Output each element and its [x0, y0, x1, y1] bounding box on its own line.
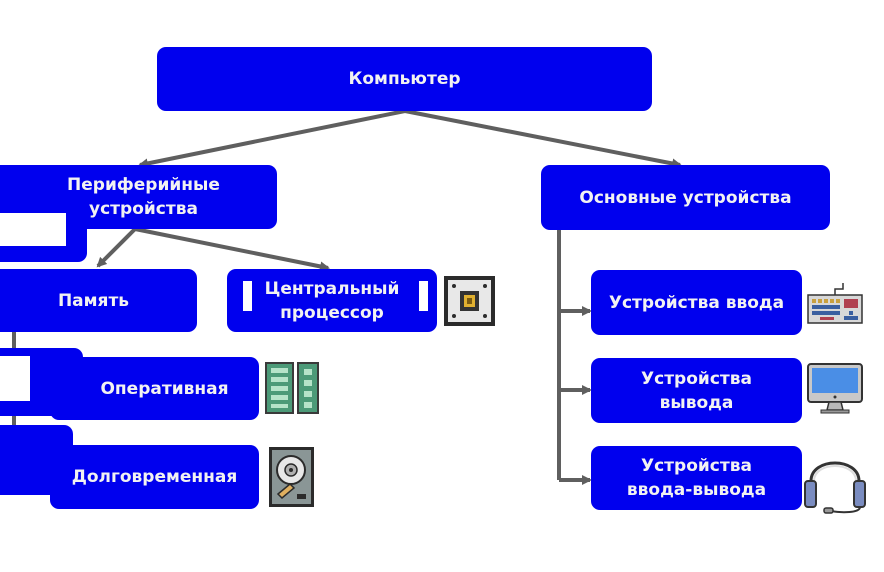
hard-drive-icon: [269, 447, 314, 507]
node-memory-label: Память: [57, 290, 130, 311]
node-output-line1: Устройства: [641, 368, 752, 389]
node-main-devices-label: Основные устройства: [579, 187, 792, 208]
arrow-peripheral-to-memory: [96, 227, 137, 268]
ram-stub-mask: [0, 356, 30, 401]
cpu-right-bar: [419, 281, 428, 311]
cpu-left-bar: [243, 281, 252, 311]
node-ram-label: Оперативная: [100, 378, 229, 399]
node-computer-label: Компьютер: [348, 69, 461, 89]
keyboard-icon: [807, 283, 863, 324]
node-output-line2: вывода: [659, 392, 734, 413]
node-cpu-line1: Центральный: [264, 278, 400, 299]
node-cpu: Центральный процессор: [227, 269, 437, 332]
node-input-devices: Устройства ввода: [591, 270, 802, 335]
arrow-root-to-main: [404, 109, 682, 169]
node-cpu-line2: процессор: [280, 302, 384, 323]
arrow-root-to-peripheral: [138, 109, 406, 169]
node-io-line2: ввода-вывода: [626, 480, 767, 500]
node-io-devices: Устройства ввода-вывода: [591, 446, 802, 510]
node-peripheral-line2: устройства: [89, 199, 198, 219]
node-storage-label: Долговременная: [71, 467, 238, 487]
node-peripheral-line1: Периферийные: [67, 175, 220, 195]
monitor-icon: [807, 363, 863, 414]
cpu-chip-icon: [444, 276, 495, 326]
node-io-line1: Устройства: [641, 456, 752, 476]
node-storage: Долговременная: [50, 445, 259, 509]
node-input-devices-label: Устройства ввода: [608, 292, 785, 313]
node-ram: Оперативная: [50, 357, 259, 420]
headset-icon: [804, 461, 866, 514]
arrow-peripheral-to-cpu: [134, 227, 330, 272]
node-memory: Память: [0, 269, 197, 332]
node-output-devices: Устройства вывода: [591, 358, 802, 423]
node-computer: Компьютер: [157, 47, 652, 111]
node-main-devices: Основные устройства: [541, 165, 830, 230]
peripheral-stub-mask: [0, 213, 66, 246]
ram-module-icon: [265, 362, 319, 414]
